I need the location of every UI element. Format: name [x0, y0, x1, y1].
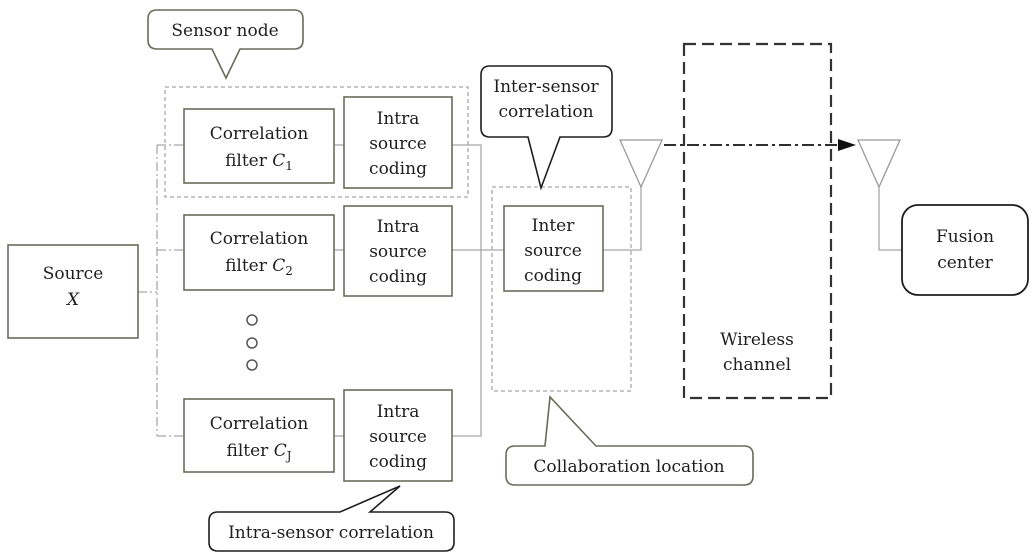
intra-source-coding-1: Intra source coding: [343, 96, 453, 189]
ellipsis-dot-icon: [246, 337, 258, 349]
filter-j-label: filter CJ: [226, 441, 291, 463]
intra-1-line-3: coding: [369, 159, 427, 179]
filter-2-label: filter C2: [225, 256, 293, 278]
filter-1-label: filter C1: [225, 151, 293, 173]
sensor-node-label: Sensor node: [171, 21, 278, 41]
inter-source-coding: Inter source coding: [503, 205, 604, 292]
collaboration-region: [491, 186, 632, 392]
intra-2-line-3: coding: [369, 267, 427, 287]
intra-j-line-2: source: [369, 427, 427, 447]
inter-to-antenna: [603, 185, 642, 251]
filter-1-title: Correlation: [210, 124, 309, 144]
collaboration-label: Collaboration location: [533, 457, 724, 477]
inter-sensor-line-1: Inter-sensor: [493, 77, 599, 97]
filter-j-title: Correlation: [210, 414, 309, 434]
intra-2-line-2: source: [369, 242, 427, 262]
intra-sensor-label: Intra-sensor correlation: [228, 523, 434, 543]
sensor-node-callout: Sensor node: [147, 9, 304, 80]
intra-source-coding-2: Intra source coding: [343, 205, 453, 297]
correlation-filter-1: Correlation filter C1: [183, 108, 335, 184]
fusion-line-2: center: [937, 253, 993, 273]
inter-sensor-callout: Inter-sensor correlation: [480, 65, 613, 191]
rx-antenna-to-fusion: [878, 187, 902, 251]
intra-sensor-callout: Intra-sensor correlation: [208, 485, 455, 552]
intra1-out: [452, 144, 482, 437]
tx-antenna-icon: [618, 139, 664, 189]
intra-1-line-2: source: [369, 134, 427, 154]
rx-antenna-icon: [856, 139, 902, 189]
collaboration-callout: Collaboration location: [505, 395, 754, 486]
sensor-node-region: [164, 86, 469, 198]
intra-1-line-1: Intra: [377, 109, 420, 129]
inter-line-3: coding: [524, 266, 582, 286]
correlation-filter-2: Correlation filter C2: [183, 214, 335, 291]
source-box: Source X: [7, 244, 139, 339]
ellipsis-dot-icon: [246, 314, 258, 326]
wireless-channel-line-1: Wireless: [720, 330, 794, 350]
inter-sensor-line-2: correlation: [498, 102, 593, 122]
ellipsis-dot-icon: [246, 359, 258, 371]
intra-source-coding-j: Intra source coding: [343, 389, 453, 482]
correlation-filter-j: Correlation filter CJ: [183, 398, 335, 473]
fusion-line-1: Fusion: [936, 227, 994, 247]
wireless-channel-line-2: channel: [723, 355, 791, 375]
inter-line-2: source: [524, 241, 582, 261]
source-variable: X: [65, 290, 80, 310]
fusion-center: Fusion center: [901, 204, 1029, 296]
wireless-channel-region: [682, 42, 833, 400]
filter-2-title: Correlation: [210, 229, 309, 249]
intra-2-line-1: Intra: [377, 217, 420, 237]
inter-line-1: Inter: [532, 216, 576, 236]
intra-j-line-3: coding: [369, 452, 427, 472]
intra-j-line-1: Intra: [377, 402, 420, 422]
arrowhead-icon: [838, 139, 856, 151]
source-label: Source: [43, 264, 104, 284]
